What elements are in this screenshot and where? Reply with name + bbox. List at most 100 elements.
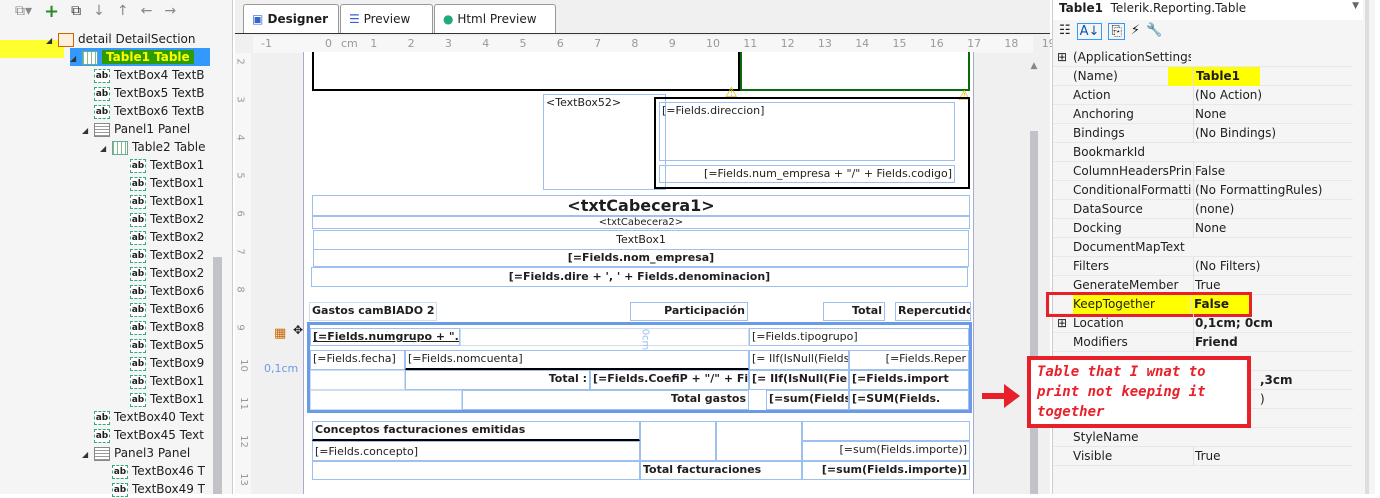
add-icon[interactable]: + bbox=[44, 0, 60, 22]
sum-importe-field[interactable]: [=sum(Fields.importe)] bbox=[802, 441, 970, 461]
categorized-icon[interactable]: ☷ bbox=[1059, 23, 1071, 38]
table-cell[interactable] bbox=[640, 421, 716, 461]
direccion-field[interactable]: [=Fields.direccion] bbox=[659, 102, 955, 161]
conceptos-header[interactable]: Conceptos facturaciones emitidas bbox=[312, 421, 640, 441]
property-value[interactable]: (none) bbox=[1193, 200, 1234, 219]
property-value[interactable]: None bbox=[1193, 105, 1226, 124]
property-value[interactable]: (No Bindings) bbox=[1193, 124, 1276, 143]
tree-scrollbar[interactable] bbox=[213, 257, 222, 494]
property-row[interactable]: ConditionalFormattin(No FormattingRules) bbox=[1053, 181, 1353, 200]
tree-item[interactable]: ◢Table2 Table bbox=[100, 138, 206, 156]
scroll-up-icon[interactable]: ▲ bbox=[1030, 61, 1038, 71]
property-row[interactable]: StyleName bbox=[1053, 428, 1353, 447]
expand-icon[interactable]: ◢ bbox=[46, 36, 53, 45]
properties-icon[interactable]: ⎘ bbox=[1108, 23, 1125, 40]
property-value[interactable]: Table1 bbox=[1193, 67, 1260, 86]
iif-calc-field[interactable]: [= IIf(IsNull(Fields.calc bbox=[749, 370, 849, 390]
layout-icon[interactable]: ⧉▾ bbox=[15, 3, 33, 19]
property-row[interactable]: Filters(No Filters) bbox=[1053, 257, 1353, 276]
numgrupo-field[interactable]: [=Fields.numgrupo + "." + Fields.no bbox=[310, 328, 460, 346]
alphabetical-icon[interactable]: A↓ bbox=[1076, 23, 1103, 40]
tree-item[interactable]: ◢Panel3 Panel bbox=[82, 444, 190, 462]
property-row[interactable]: DataSource(none) bbox=[1053, 200, 1353, 219]
collapse-icon[interactable]: ⧉ bbox=[71, 3, 82, 19]
tipogrupo-field[interactable]: [=Fields.tipogrupo] bbox=[749, 328, 969, 346]
tree-item[interactable]: ◢Table1 Table bbox=[70, 48, 210, 66]
reper-field[interactable]: [=Fields.Reper bbox=[849, 350, 969, 370]
wrench-icon[interactable]: 🔧 bbox=[1146, 23, 1163, 38]
table1-selection[interactable] bbox=[307, 322, 972, 413]
properties-scrollbar[interactable] bbox=[1365, 0, 1369, 494]
sum-saldo-field[interactable]: [=sum(Fields.Saldo bbox=[766, 390, 849, 410]
property-row[interactable]: (Name)Table1 bbox=[1053, 67, 1353, 86]
expand-icon[interactable]: ⊞ bbox=[1057, 316, 1068, 330]
coefip-field[interactable]: [=Fields.CoefiP + "/" + Fiel bbox=[590, 370, 749, 390]
expand-icon[interactable]: ⊞ bbox=[1057, 50, 1068, 64]
move-left-icon[interactable]: ← bbox=[140, 3, 153, 19]
import-field[interactable]: [=Fields.import bbox=[849, 370, 969, 390]
fecha-field[interactable]: [=Fields.fecha] bbox=[310, 350, 405, 370]
move-up-icon[interactable]: ↑ bbox=[116, 3, 129, 19]
property-value[interactable]: ,3cm bbox=[1260, 373, 1293, 387]
tab-html-preview[interactable]: ● Html Preview bbox=[434, 4, 556, 33]
property-value[interactable]: False bbox=[1193, 162, 1225, 181]
expand-icon[interactable]: ◢ bbox=[82, 450, 89, 459]
table-cell[interactable] bbox=[310, 370, 405, 390]
property-value[interactable]: (No FormattingRules) bbox=[1193, 181, 1322, 200]
total-label[interactable]: Total : bbox=[405, 370, 590, 390]
total-gastos-label[interactable]: Total gastos bbox=[462, 390, 749, 410]
chevron-down-icon[interactable]: ▼ bbox=[1352, 1, 1359, 11]
move-right-icon[interactable]: → bbox=[164, 3, 177, 19]
num-empresa-field[interactable]: [=Fields.num_empresa + "/" + Fields.codi… bbox=[659, 165, 955, 183]
object-selector[interactable]: Table1 Telerik.Reporting.Table▼ bbox=[1053, 0, 1363, 20]
property-value[interactable]: True bbox=[1193, 276, 1221, 295]
move-handle-icon[interactable]: ✥ bbox=[293, 323, 304, 337]
events-icon[interactable]: ⚡ bbox=[1130, 23, 1140, 38]
property-value[interactable]: True bbox=[1193, 447, 1221, 466]
scroll-thumb[interactable] bbox=[1030, 131, 1038, 494]
gastos-header[interactable]: Gastos camBIADO 2 bbox=[309, 302, 437, 321]
sum-importe-bold-field[interactable]: [=sum(Fields.importe)] bbox=[802, 461, 970, 480]
move-down-icon[interactable]: ↓ bbox=[93, 3, 105, 19]
property-row[interactable]: Action(No Action) bbox=[1053, 86, 1353, 105]
expand-icon[interactable]: ◢ bbox=[70, 54, 77, 63]
table-cell[interactable] bbox=[310, 390, 462, 410]
property-row[interactable]: ColumnHeadersPrint(False bbox=[1053, 162, 1353, 181]
total-facturaciones-label[interactable]: Total facturaciones bbox=[640, 461, 802, 480]
textbox1[interactable]: TextBox1 bbox=[313, 230, 969, 250]
property-row[interactable]: ⊞(ApplicationSettings) bbox=[1053, 48, 1353, 67]
expand-icon[interactable]: ◢ bbox=[100, 144, 107, 153]
tree-item[interactable]: ◢Panel1 Panel bbox=[82, 120, 190, 138]
cabecera1[interactable]: <txtCabecera1> bbox=[312, 195, 970, 216]
property-value[interactable]: False bbox=[1191, 295, 1249, 314]
cabecera2[interactable]: <txtCabecera2> bbox=[312, 216, 970, 229]
nom-empresa[interactable]: [=Fields.nom_empresa] bbox=[313, 249, 969, 267]
property-value[interactable]: 0,1cm; 0cm bbox=[1193, 314, 1273, 333]
participacion-header[interactable]: Participación bbox=[630, 302, 748, 321]
